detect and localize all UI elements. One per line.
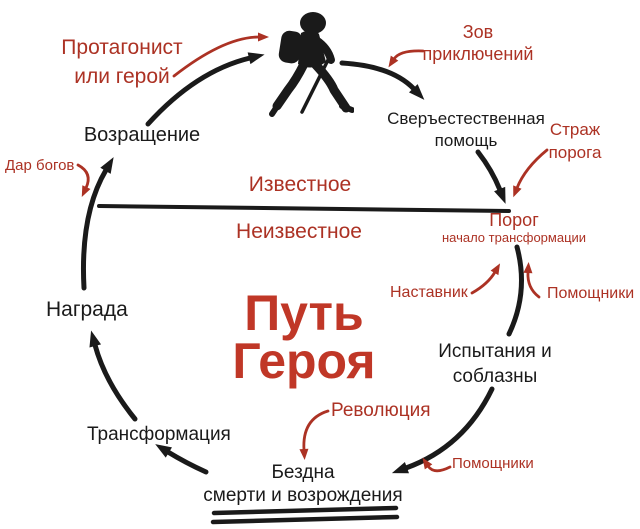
call-to-adventure-arrow [388, 49, 425, 68]
bottom-double-line-1 [211, 505, 399, 516]
protagonist-label: Протагонист или герой [61, 33, 182, 91]
protagonist-line1: Протагонист [61, 36, 183, 59]
supernatural-line2: помощь [434, 131, 498, 150]
arc-reward-to-return [81, 157, 114, 291]
stage-transformation: Трансформация [87, 424, 231, 445]
stage-threshold: Порог начало трансформации [442, 210, 586, 245]
known-label: Известное [248, 173, 352, 196]
arc-abyss-to-transformation [155, 444, 209, 475]
gift-of-gods-arrow [76, 163, 91, 198]
title-line1: Путь [244, 285, 364, 341]
helpers-bottom-label: Помощники [452, 455, 534, 472]
hiker-icon [269, 12, 354, 117]
threshold-subtitle: начало трансформации [441, 230, 587, 245]
diagram-title: Путь Героя [232, 285, 376, 389]
title-line2: Героя [232, 333, 376, 389]
guardian-line2: порога [548, 143, 602, 162]
helpers-right-label: Помощники [547, 285, 635, 302]
gift-of-gods-label: Дар богов [5, 157, 75, 174]
revolution-arrow [299, 409, 330, 460]
hiker-front-foot [339, 103, 354, 113]
arc-supernatural-aid-to-threshold [475, 149, 506, 204]
mentor-label: Наставник [390, 284, 468, 301]
guardian-line1: Страж [549, 120, 601, 139]
call-line2: приключений [422, 44, 534, 64]
arc-hero-to-supernatural-aid [339, 60, 425, 100]
threshold-guardian-label: Страж порога [549, 118, 602, 164]
arc-threshold-to-trials [506, 244, 524, 337]
call-line1: Зов [462, 22, 494, 42]
stage-abyss: Бездна смерти и возрождения [203, 461, 402, 507]
hiker-front-leg [310, 59, 351, 113]
supernatural-line1: Сверъестественная [387, 109, 545, 128]
protagonist-line2: или герой [74, 65, 170, 88]
arc-trials-to-abyss [391, 386, 495, 474]
helpers-bottom-arrow [422, 457, 452, 473]
stage-return: Возращение [83, 124, 201, 146]
known-unknown-divider-line [97, 204, 511, 213]
hiker-back-foot [269, 102, 281, 117]
helpers-right-arrow [523, 262, 541, 299]
arc-transformation-to-reward [89, 330, 138, 422]
arc-return-to-hero [145, 52, 265, 127]
trials-line2: соблазны [452, 366, 538, 387]
hiker-back-leg [272, 59, 309, 111]
trials-line1: Испытания и [438, 341, 552, 362]
mentor-arrow [470, 263, 501, 295]
hiker-pole [300, 54, 332, 114]
threshold-guardian-arrow [513, 148, 549, 198]
bottom-double-line-2 [210, 514, 400, 525]
abyss-line1: Бездна [271, 462, 335, 483]
stage-reward: Награда [46, 298, 128, 321]
protagonist-arrow [172, 32, 269, 78]
stage-supernatural-aid: Сверъестественная помощь [387, 108, 545, 152]
call-to-adventure-label: Зов приключений [423, 21, 534, 65]
abyss-line2: смерти и возрождения [203, 485, 403, 506]
revolution-label: Революция [331, 400, 431, 421]
stage-trials: Испытания и соблазны [438, 339, 551, 389]
unknown-label: Неизвестное [236, 220, 362, 243]
threshold-title: Порог [489, 210, 539, 230]
